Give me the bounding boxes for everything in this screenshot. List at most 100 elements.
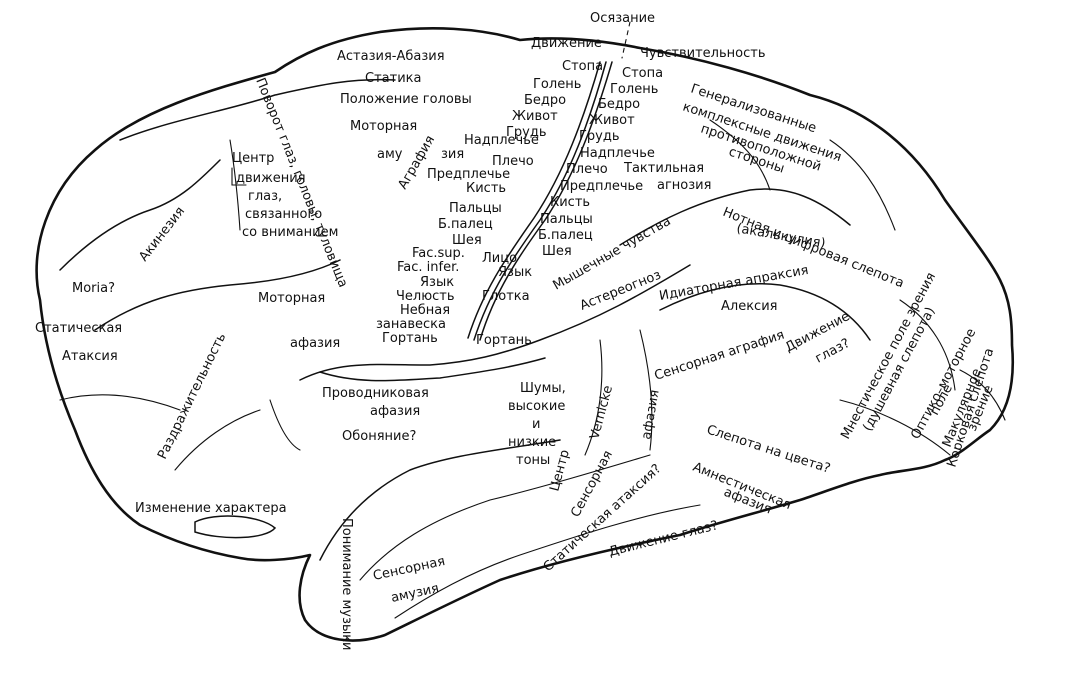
frontal-fold-3 [174,409,261,471]
motor-strip-item: Надплечье [464,133,539,148]
label-centr-1: Центр [232,151,274,166]
label-sensornaya-amuziya-1: Сенсорная [372,554,447,584]
sensory-strip-item: Язык [498,265,532,280]
motor-strip-item: Стопа [562,59,603,74]
label-statika: Статика [365,71,421,86]
motor-strip-item: Бедро [524,93,566,108]
label-sensornaya-amuziya-2: амузия [390,581,441,606]
parietal-fold-4 [639,329,653,451]
label-dvizhenie-glaz-right-2: глаз? [813,336,853,367]
label-motornaya-amuziya-1: Моторная [350,119,417,134]
frontal-sulcus-middle [59,159,221,271]
label-astaziya: Астазия-Абазия [337,49,445,64]
sensory-strip-item: Предплечье [560,179,643,194]
parietal-sulcus-1 [619,188,851,246]
sensory-strip-item: Шея [542,244,572,259]
label-shumy-5: тоны [516,453,550,468]
motor-strip-item: Fac. infer. [397,260,459,275]
motor-strip-item: Fac.sup. [412,246,465,261]
sensory-strip-item: Лицо [482,251,517,266]
centr-bracket [231,167,247,186]
motor-strip-item: Шея [452,233,482,248]
label-dvizhenie-glaz-bottom: Движение глаз? [607,518,719,560]
label-aleksiya: Алексия [721,299,777,314]
label-dvizhenie-top: Движение [531,36,602,51]
sensory-strip-item: Б.палец [538,228,593,243]
brain-outline [35,26,1015,642]
sensory-strip-item: Голень [610,82,658,97]
parietal-fold-2 [829,139,896,231]
label-provodnikovaya: Проводниковая [322,386,429,401]
label-akineziya: Акинезия [136,204,188,264]
label-centr-4: связанного [245,207,322,222]
motor-strip-item: Предплечье [427,167,510,182]
sensory-strip-item: Грудь [579,129,620,144]
label-notnaya-2: (акалькулия) [735,221,826,251]
label-polozhenie-golovy: Положение головы [340,92,472,107]
frontal-sulcus-superior [119,78,396,141]
motor-strip-item: Небная [400,303,450,318]
parietal-fold-1 [709,119,771,191]
label-motornaya-afaziya-2: афазия [290,336,340,351]
sensory-strip-item: Стопа [622,66,663,81]
label-centr-vernicke-2: Vernicke [587,384,616,441]
sensory-strip-item: Живот [589,113,635,128]
motor-strip-item: Грудь [506,125,547,140]
label-agrafiya: Аграфия [395,133,438,192]
label-taktilnaya-2: агнозия [657,178,711,193]
label-gortan-right: Гортань [476,333,532,348]
occipital-fold-2 [959,369,1006,421]
label-centr-vernicke-1: Центр [547,448,572,493]
label-sensornaya-afaziya-2: афазия [639,389,662,441]
label-razdrazhitelnost: Раздражительность [155,331,229,462]
central-sulcus-line-3 [467,61,601,339]
motor-strip-item: занавеска [376,317,446,332]
parietal-fold-3 [584,339,603,456]
parietal-sulcus-2 [659,282,871,341]
label-motornaya-amuziya-3: зия [441,147,464,162]
label-shumy-1: Шумы, [520,381,566,396]
label-motornaya-afaziya-1: Моторная [258,291,325,306]
label-chuvstvitelnost: Чувствительность [640,46,765,61]
sylvian-fissure [299,264,691,381]
motor-strip-item: Челюсть [396,289,455,304]
motor-strip-item: Голень [533,77,581,92]
sensory-strip-item: Бедро [598,97,640,112]
central-sulcus-line-1 [479,61,613,341]
sensory-strip: Стопа Голень Бедро Живот Грудь Надплечье… [482,66,663,280]
occipital-fold-3 [839,399,951,456]
label-moria: Moria? [72,281,115,296]
label-centr-2: движения [236,171,306,186]
label-motornaya-amuziya-2: аму [377,147,403,162]
temporal-inner-line [359,454,651,581]
label-centr-3: глаз, [248,189,282,204]
motor-strip-item: Живот [512,109,558,124]
sensory-strip-item: Кисть [550,195,590,210]
temporal-lower-line [394,504,701,619]
temporal-upper-edge [319,357,546,382]
label-ponimanie-muzyki: Понимание музыки [339,518,354,651]
central-sulcus-line-2 [473,61,607,341]
motor-strip-item: Б.палец [438,217,493,232]
occipital-fold-1 [899,299,956,391]
label-idiatornaya: Идиаторная апраксия [658,263,810,304]
motor-strip-item: Пальцы [449,201,502,216]
sensory-strip-item: Пальцы [540,212,593,227]
motor-strip-item: Язык [420,275,454,290]
label-taktilnaya-1: Тактильная [623,161,704,176]
temporal-lobe-fold [319,439,561,561]
label-provodnikovaya-afaziya: афазия [370,404,420,419]
label-ataksiya: Атаксия [62,349,118,364]
orbital-blob [194,515,277,539]
label-shumy-2: высокие [508,399,565,414]
motor-strip-item: Кисть [466,181,506,196]
frontal-fold-2 [59,394,181,411]
frontal-fold-4 [269,399,301,451]
sensory-strip-item: Надплечье [580,146,655,161]
frontal-sulcus-inferior [94,259,341,331]
label-shumy-3: и [532,417,540,432]
motor-strip: Стопа Голень Бедро Живот Грудь Надплечье… [376,59,603,346]
label-staticheskaya: Статическая [35,321,122,336]
label-sensornaya-agrafiya: Сенсорная аграфия [653,328,787,384]
